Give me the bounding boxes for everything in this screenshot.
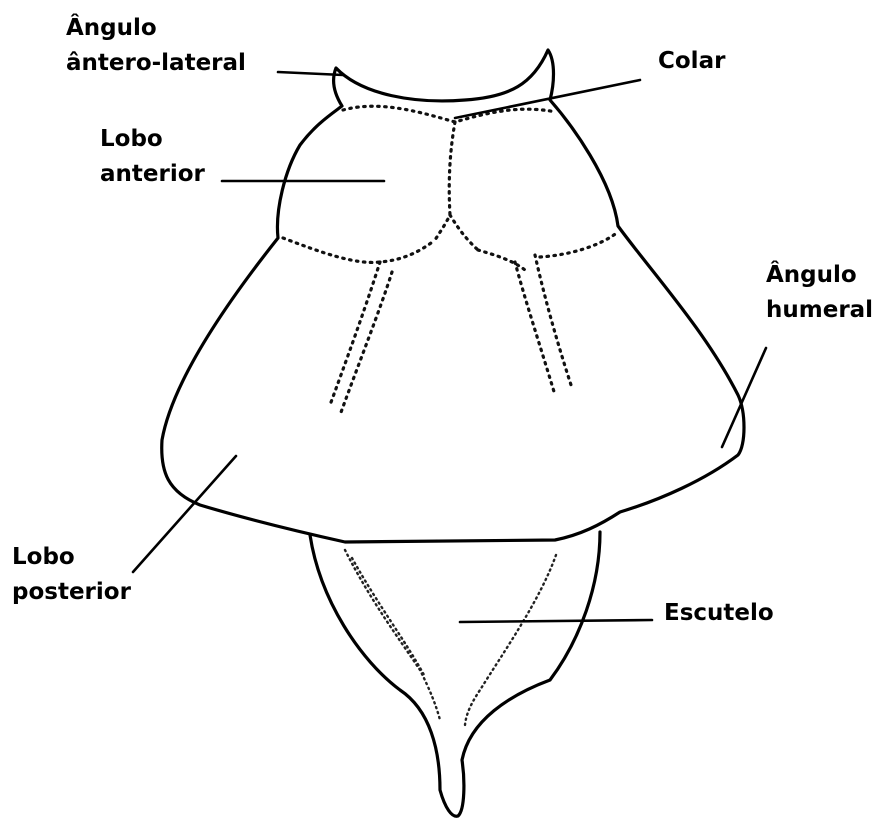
label-escutelo: Escutelo [664,600,774,626]
pronotum-outline [162,50,744,542]
label-colar-line1: Colar [658,48,726,74]
left-outer-dotted-line [340,272,392,415]
label-angulo-antero-lateral-line1: Ângulo [66,13,157,41]
label-escutelo-line1: Escutelo [664,600,774,626]
label-lobo-posterior: Lobo posterior [12,544,132,605]
label-lobo-anterior-line2: anterior [100,161,206,187]
anterior-boundary-right-dotted-line [478,232,618,270]
anterior-median-branch-dotted-line [450,215,478,250]
scutellum-outline [310,532,600,816]
label-lobo-anterior: Lobo anterior [100,126,206,187]
label-lobo-anterior-line1: Lobo [100,126,163,152]
label-angulo-humeral-line1: Ângulo [766,260,857,288]
left-inner-dotted-line [330,262,380,405]
leader-lobo-posterior [133,456,236,572]
collar-dotted-line [343,106,556,122]
label-angulo-antero-lateral: Ângulo ântero-lateral [66,13,246,76]
label-angulo-antero-lateral-line2: ântero-lateral [66,50,246,76]
label-angulo-humeral-line2: humeral [766,297,873,323]
label-lobo-posterior-line1: Lobo [12,544,75,570]
right-outer-dotted-line [535,255,572,388]
anterior-boundary-left-dotted-line [283,238,435,262]
leader-escutelo [460,620,652,622]
label-lobo-posterior-line2: posterior [12,579,132,605]
label-angulo-humeral: Ângulo humeral [766,260,873,323]
scutellum-left-dotted-line [345,550,440,720]
right-inner-dotted-line [515,262,555,395]
scutellum-left-inner-dotted-line [352,558,424,675]
anterior-median-dotted-line [435,122,455,240]
label-colar: Colar [658,48,726,74]
